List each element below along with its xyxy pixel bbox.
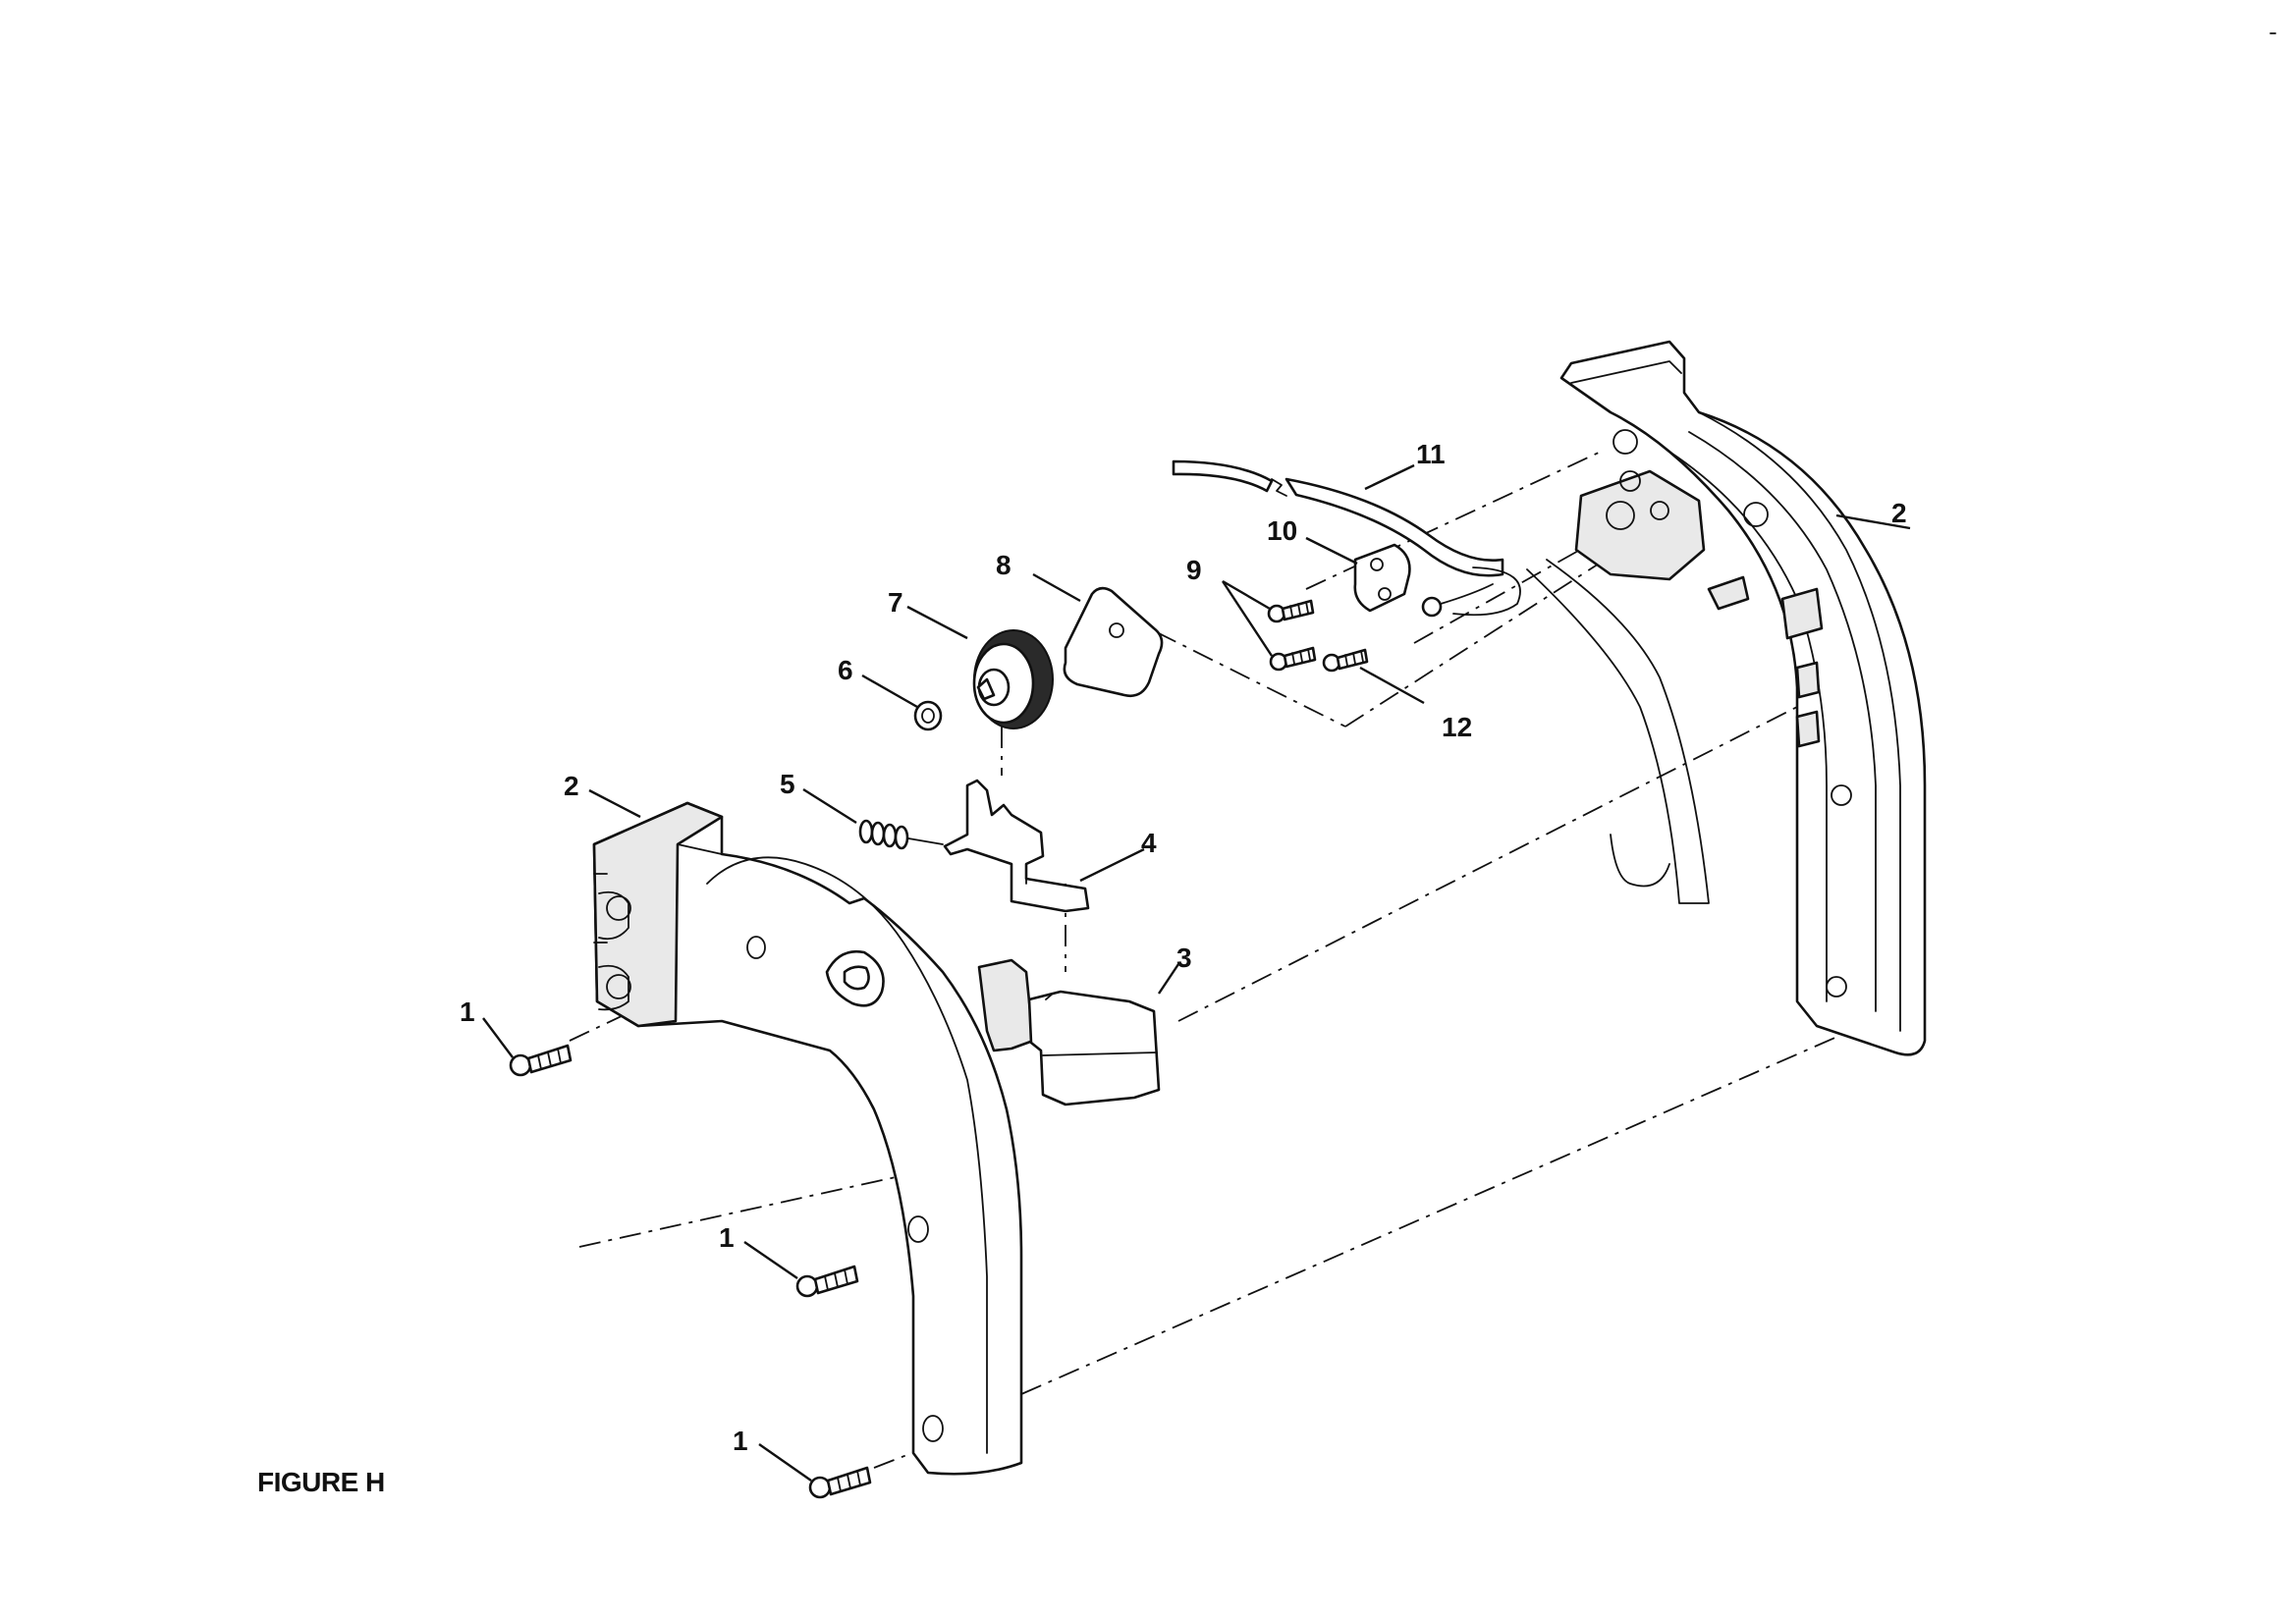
housing-screw-lower [808,1466,872,1499]
callout-cord-clamp: 10 [1267,515,1297,546]
screw-9b [1269,646,1317,672]
callout-washer: 6 [838,655,853,685]
callout-knob: 7 [888,587,903,618]
callout-spring: 5 [780,769,795,799]
leader-lines [482,463,1911,1482]
cord-clamp [1353,543,1411,613]
callout-labels: 1 1 1 2 2 3 4 5 6 7 8 9 10 11 12 [460,439,1907,1456]
callout-plate: 8 [996,550,1011,580]
callout-ground-screw: 12 [1442,712,1472,742]
ground-screw [1322,648,1369,673]
screw-9a [1267,599,1315,623]
callout-cord: 11 [1416,439,1446,469]
ground-terminal [1421,583,1494,618]
trigger-switch [977,958,1161,1106]
callout-housing-left: 2 [564,771,579,801]
housing-screw-upper [509,1044,573,1077]
figure-label: FIGURE H [257,1467,385,1497]
spring [858,819,944,850]
left-housing-half [592,801,1023,1476]
adjustment-knob [972,629,1054,729]
housing-screw-middle [795,1265,859,1298]
power-cord [1172,459,1521,617]
callout-screw-upper: 1 [460,997,475,1027]
plate [1063,586,1164,697]
screws-pair [1267,599,1369,673]
callout-screw-lower: 1 [733,1426,748,1456]
callout-housing-right: 2 [1891,498,1907,528]
callout-screw-middle: 1 [719,1222,735,1253]
callout-switch: 3 [1176,943,1192,973]
callout-lever: 4 [1141,828,1157,858]
callout-screws-pair: 9 [1186,555,1202,585]
washer [913,700,943,731]
right-housing-half [1526,340,1927,1056]
lever [943,779,1090,913]
